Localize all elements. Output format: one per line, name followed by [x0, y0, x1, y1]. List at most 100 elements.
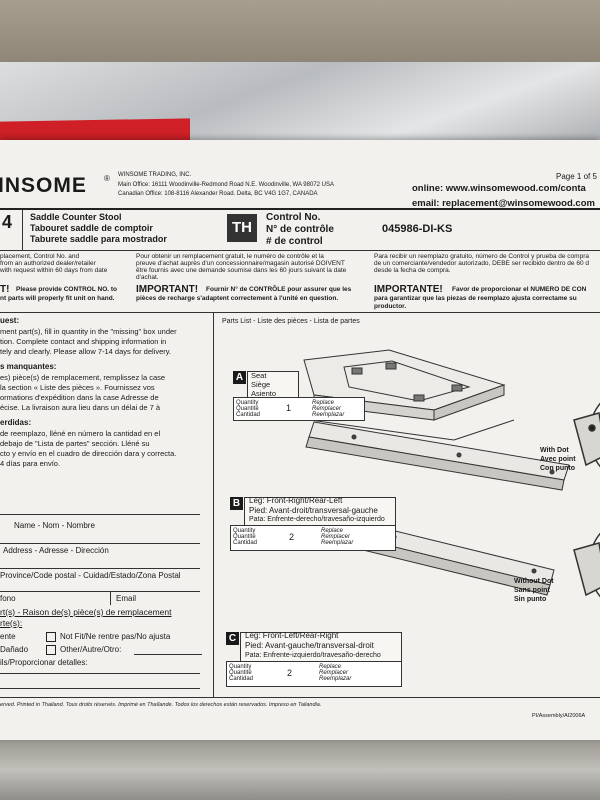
part-a-qty-label-1: Quantity [236, 400, 259, 406]
request-es-heading: erdidas: [0, 418, 32, 427]
with-dot-en: With Dot [540, 447, 569, 454]
note-en-3: with request within 60 days from date [0, 267, 108, 274]
note-en-2: from an authorized dealer/retailer [0, 260, 96, 267]
main-office: Main Office: 16111 Woodinville-Redmond R… [118, 182, 334, 188]
product-name-es: Taburete saddle para mostrador [30, 234, 167, 244]
request-fr-line-2: la section « Liste des pièces ». Fournis… [0, 383, 155, 392]
part-a-qty-value: 1 [286, 403, 292, 413]
request-es-line-2: debajo de "Lista de partes" sección. Llé… [0, 439, 150, 448]
part-c-replace-3: Reemplazar [319, 676, 352, 682]
note-fr-3: être fournis avec une demande soumise da… [136, 267, 347, 274]
reason-option-other[interactable]: Other/Autre/Otro: [46, 645, 121, 655]
request-line-1: ment part(s), fill in quantity in the "m… [0, 327, 177, 336]
footer-code: PI/Assembly/AI2006A [532, 713, 586, 719]
leg-b-hole-1 [351, 434, 357, 440]
reason-heading: rt(s) - Raison de(s) pièce(s) de remplac… [0, 607, 172, 617]
part-c-replace-2: Remplacer [319, 670, 349, 676]
note-es-2: de un comerciante/vendedor autorizado, D… [374, 260, 589, 267]
control-number: 045986-DI-KS [382, 223, 453, 235]
part-a-qty-label-3: Cantidad [236, 412, 261, 418]
important-es-text2: para garantizar que las piezas de reempl… [374, 295, 577, 302]
other-checkbox[interactable] [46, 645, 56, 655]
part-b-replace-1: Replace [321, 528, 344, 534]
address-label: Address - Adresse - Dirección [3, 546, 109, 555]
reason-option-not-fit[interactable]: Not Fit/Ne rentre pas/No ajusta [46, 632, 170, 642]
without-dot-en: Without Dot [514, 578, 554, 585]
page-label: Page 1 of 5 [556, 172, 597, 181]
reason-option-2-prefix: Dañado [0, 645, 29, 654]
part-c-name-fr: Pied: Avant-gauche/transversal-droit [245, 641, 374, 650]
part-c-qty-box: Quantity Quantité Cantidad 2 Replace Rem… [226, 661, 402, 687]
footer-rule [0, 697, 600, 698]
note-es-3: desde la fecha de compra. [374, 267, 451, 274]
company-name: WINSOME TRADING, INC. [118, 172, 192, 178]
part-b-name-en: Leg: Front-Right/Rear-Left [249, 496, 343, 505]
part-b-letter: B [230, 497, 243, 510]
without-dot-leg-end [573, 542, 600, 597]
part-a-qty-label-2: Quantité [236, 406, 259, 412]
part-b-name-es: Pata: Enfrente-derecho/travesaño-izquier… [249, 516, 385, 523]
important-es-text3: productor. [374, 303, 407, 310]
with-dot-es: Con punto [540, 465, 575, 472]
part-b-name-fr: Pied: Avant-droit/transversal-gauche [249, 506, 378, 515]
important-en-title: T! [0, 284, 10, 295]
without-dot-fr: Sans point [514, 587, 550, 594]
important-fr-text: Fournir N° de CONTRÔLE pour assurer que … [206, 286, 352, 293]
request-es-line-4: 4 días para envío. [0, 459, 61, 468]
section-rule [0, 312, 600, 313]
phone-label: fono [0, 594, 16, 603]
seat-hole-1 [351, 367, 363, 375]
important-es-title: IMPORTANTE! [374, 284, 443, 295]
with-dot-leg-end [573, 412, 600, 467]
important-fr-text2: pièces de recharge s'adaptent correcteme… [136, 295, 339, 302]
part-a-name-es: Asiento [251, 389, 277, 398]
parts-request-sheet: INSOME ® WINSOME TRADING, INC. Main Offi… [0, 140, 600, 740]
leg-c-hole-3 [531, 568, 537, 574]
header-rule [0, 208, 600, 210]
part-c-qty-label-2: Quantité [229, 670, 252, 676]
note-fr-2: preuve d'achat auprès d'un concessionnai… [136, 260, 345, 267]
address-line[interactable] [0, 568, 200, 569]
seat-illustration [273, 349, 515, 441]
province-line[interactable] [0, 591, 200, 592]
part-b-qty-label-3: Cantidad [233, 540, 258, 546]
online-url[interactable]: online: www.winsomewood.com/conta [412, 183, 586, 194]
note-fr-1: Pour obtenir un remplacement gratuit, le… [136, 253, 324, 260]
seat-side-face [433, 384, 505, 421]
seat-hole-4 [413, 394, 425, 402]
seat-hole-2 [385, 362, 397, 370]
not-fit-checkbox[interactable] [46, 632, 56, 642]
part-a-name-fr: Siège [251, 380, 271, 389]
product-name-en: Saddle Counter Stool [30, 212, 122, 222]
reason-heading-2: rte(s): [0, 618, 23, 628]
phone-email-divider [110, 591, 111, 605]
request-heading: uest: [0, 316, 20, 325]
canadian-office: Canadian Office: 108-8116 Alexander Road… [118, 191, 318, 197]
part-b-qty-label-1: Quantity [233, 528, 256, 534]
request-line-3: tely and clearly. Please allow 7-14 days… [0, 347, 172, 356]
brand-logo: INSOME [0, 174, 87, 197]
other-label: Other/Autre/Otro: [60, 645, 122, 655]
request-line-2: tion. Complete contact and shipping info… [0, 337, 167, 346]
important-en-text: Please provide CONTROL NO. to [16, 286, 118, 293]
name-line[interactable] [0, 543, 200, 544]
email-address[interactable]: email: replacement@winsomewood.com [412, 198, 595, 209]
seat-hole-3 [451, 384, 463, 392]
product-number: 4 [2, 212, 13, 232]
details-line-2[interactable] [0, 688, 200, 689]
province-label: Province/Code postal - Cuidad/Estado/Zon… [0, 571, 181, 580]
divider [22, 210, 23, 250]
part-a-replace-1: Replace [312, 400, 335, 406]
column-divider [213, 312, 214, 697]
important-en-text2: nt parts will properly fit unit on hand. [0, 295, 115, 302]
background-surface [0, 740, 600, 800]
form-top-rule [0, 514, 200, 515]
request-fr-line-1: es) pièce(s) de remplacement, remplissez… [0, 373, 166, 382]
details-line-1[interactable] [0, 673, 200, 674]
part-a-qty-box: Quantity Quantité Cantidad 1 Replace Rem… [233, 397, 365, 421]
part-c-replace-1: Replace [319, 664, 342, 670]
product-name-fr: Tabouret saddle de comptoir [30, 223, 153, 233]
part-b-qty-label-2: Quantité [233, 534, 256, 540]
other-line[interactable] [134, 654, 202, 655]
note-fr-4: d'achat. [136, 274, 159, 281]
